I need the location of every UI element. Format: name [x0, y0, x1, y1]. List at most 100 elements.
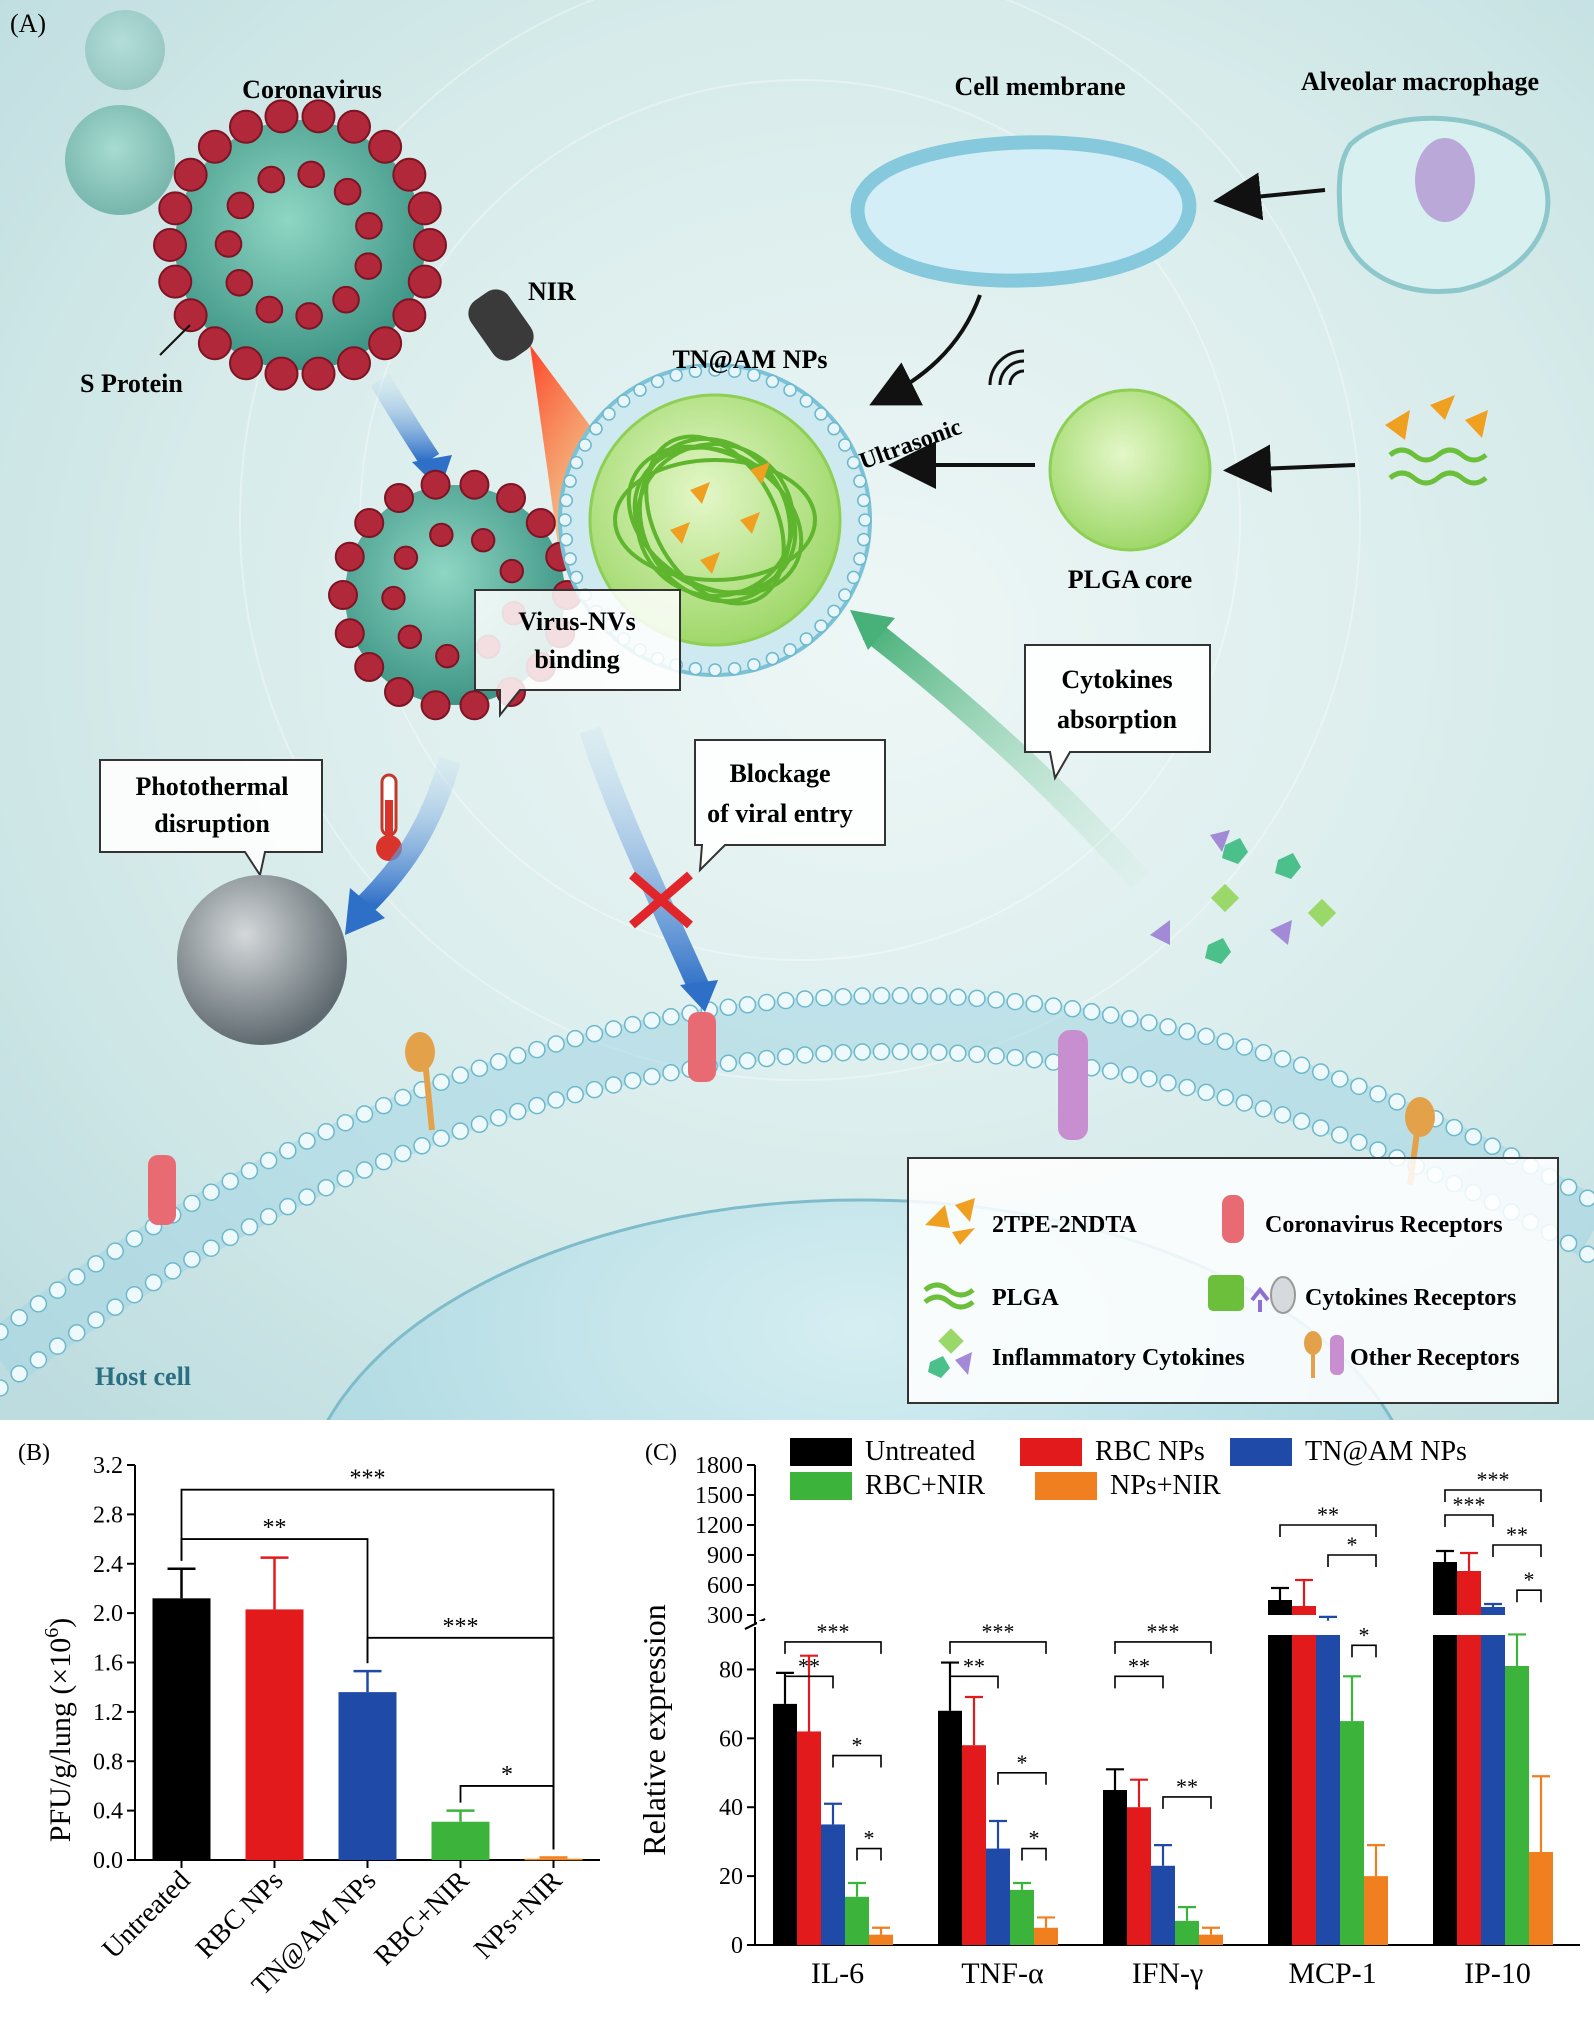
lipid-head-icon — [783, 643, 797, 657]
arrow-macrophage-to-membrane — [1213, 172, 1326, 221]
panel-b-x-tick-label: RBC NPs — [190, 1865, 290, 1965]
panel-b-significance-label: * — [501, 1762, 513, 1788]
panel-c-significance-bracket — [1021, 1847, 1047, 1861]
lipid-head-icon — [604, 1076, 623, 1094]
drug-molecule-icon — [690, 482, 710, 504]
lipid-head-icon — [240, 1162, 259, 1180]
panel-c-legend-label: NPs+NIR — [1110, 1470, 1221, 1501]
coronavirus-receptor-icon — [148, 1012, 716, 1225]
spike-protein-icon — [214, 230, 243, 258]
spike-protein-icon — [301, 99, 336, 134]
panel-b-significance-bracket — [180, 1538, 369, 1664]
panel-c-y-tick-label: 300 — [707, 1603, 743, 1629]
panel-c-legend-swatch — [1035, 1472, 1097, 1500]
panel-c-significance-label: ** — [1128, 1653, 1150, 1678]
lipid-head-icon — [949, 1044, 967, 1062]
faded-virus-icon — [85, 10, 165, 90]
lipid-head-icon — [643, 1067, 661, 1086]
panel-c-legend-label: RBC NPs — [1095, 1436, 1205, 1467]
lipid-head-icon — [569, 570, 584, 585]
panel-b-significance-bracket — [366, 1636, 555, 1850]
arrow-cytokines-to-np — [862, 620, 1149, 889]
lipid-head-icon — [815, 988, 833, 1007]
lipid-head-icon — [776, 1047, 795, 1066]
legend-inflammatory-cytokines-label: Inflammatory Cytokines — [992, 1345, 1245, 1371]
lipid-head-icon — [566, 1085, 584, 1104]
spike-protein-icon — [459, 690, 490, 721]
panel-c-significance-bracket — [1516, 1589, 1542, 1603]
legend-coronavirus-receptors-label: Coronavirus Receptors — [1265, 1212, 1503, 1238]
panel-c-bar — [962, 1745, 986, 1945]
lipid-head-icon — [489, 1109, 508, 1127]
lipid-head-icon — [853, 987, 872, 1005]
panel-c-significance-bracket — [997, 1771, 1047, 1785]
drug-molecule-icon — [700, 552, 720, 574]
spike-protein-icon — [392, 157, 427, 192]
spike-protein-icon — [197, 326, 232, 361]
lipid-head-icon — [838, 588, 852, 602]
panel-c-bar — [986, 1848, 1010, 1945]
lipid-head-icon — [1235, 1038, 1254, 1056]
spike-protein-icon — [226, 191, 255, 220]
lipid-head-icon — [1140, 1069, 1158, 1088]
panel-c-bar — [1457, 1571, 1481, 1615]
panel-c-significance-bracket — [1492, 1544, 1542, 1557]
panel-c-y-tick-label: 1200 — [695, 1513, 743, 1539]
cell-membrane-label: Cell membrane — [954, 72, 1125, 101]
panel-c-bar — [869, 1934, 893, 1945]
svg-text:binding: binding — [534, 645, 619, 674]
spike-protein-icon — [173, 298, 208, 333]
spike-protein-icon — [384, 483, 414, 514]
spike-protein-icon — [420, 469, 451, 500]
coronavirus-label: Coronavirus — [242, 75, 382, 104]
arrow-membrane-to-np — [869, 294, 982, 406]
lipid-head-icon — [1197, 1027, 1215, 1046]
panel-b-x-tick-label: NPs+NIR — [468, 1865, 568, 1965]
lipid-head-icon — [563, 474, 577, 488]
lipid-head-icon — [757, 1049, 776, 1068]
panel-b-significance-label: *** — [350, 1466, 386, 1492]
lipid-head-icon — [799, 632, 814, 646]
panel-c-bar — [1505, 1666, 1529, 1945]
lipid-head-icon — [394, 1088, 412, 1107]
panel-c-significance-label: *** — [817, 1619, 850, 1644]
panel-c-significance-bracket — [1279, 1524, 1377, 1537]
lipid-head-icon — [1140, 1013, 1158, 1032]
lipid-head-icon — [259, 1207, 278, 1226]
lipid-head-icon — [1044, 997, 1063, 1015]
lipid-head-icon — [451, 1066, 470, 1084]
lipid-head-icon — [202, 1183, 220, 1201]
nir-label: NIR — [528, 277, 576, 306]
lipid-head-icon — [799, 394, 814, 408]
panel-c-bar — [1316, 1635, 1340, 1945]
panel-c-bar — [1529, 1852, 1553, 1945]
panel-b-bar — [431, 1821, 490, 1860]
plga-strand-icon — [644, 434, 786, 606]
arrow-virus-to-binding — [370, 374, 440, 467]
panel-c-significance-label: * — [1347, 1532, 1358, 1557]
panel-c-bar — [1127, 1807, 1151, 1945]
lipid-head-icon — [757, 993, 776, 1012]
lipid-head-icon — [569, 455, 584, 470]
lipid-head-icon — [0, 1323, 9, 1341]
spike-protein-icon — [255, 295, 284, 324]
lipid-head-icon — [489, 1053, 508, 1071]
lipid-head-icon — [719, 1054, 738, 1073]
lipid-head-icon — [1464, 1127, 1483, 1146]
lipid-head-icon — [872, 986, 891, 1005]
panel-c-bar — [1175, 1920, 1199, 1945]
panel-c-significance-bracket — [949, 1641, 1047, 1654]
panel-c-y-tick-label: 1800 — [695, 1453, 743, 1479]
spike-protein-icon — [496, 483, 526, 514]
panel-c-legend-label: RBC+NIR — [865, 1470, 985, 1501]
plga-core-label: PLGA core — [1068, 565, 1192, 594]
membrane-band — [0, 993, 1594, 1385]
lipid-head-icon — [662, 1007, 680, 1026]
lipid-head-icon — [633, 383, 647, 397]
panel-c-legend-label: TN@AM NPs — [1305, 1436, 1467, 1467]
lipid-head-icon — [727, 364, 742, 379]
lipid-head-icon — [547, 1035, 565, 1053]
lipid-head-icon — [566, 1029, 584, 1048]
